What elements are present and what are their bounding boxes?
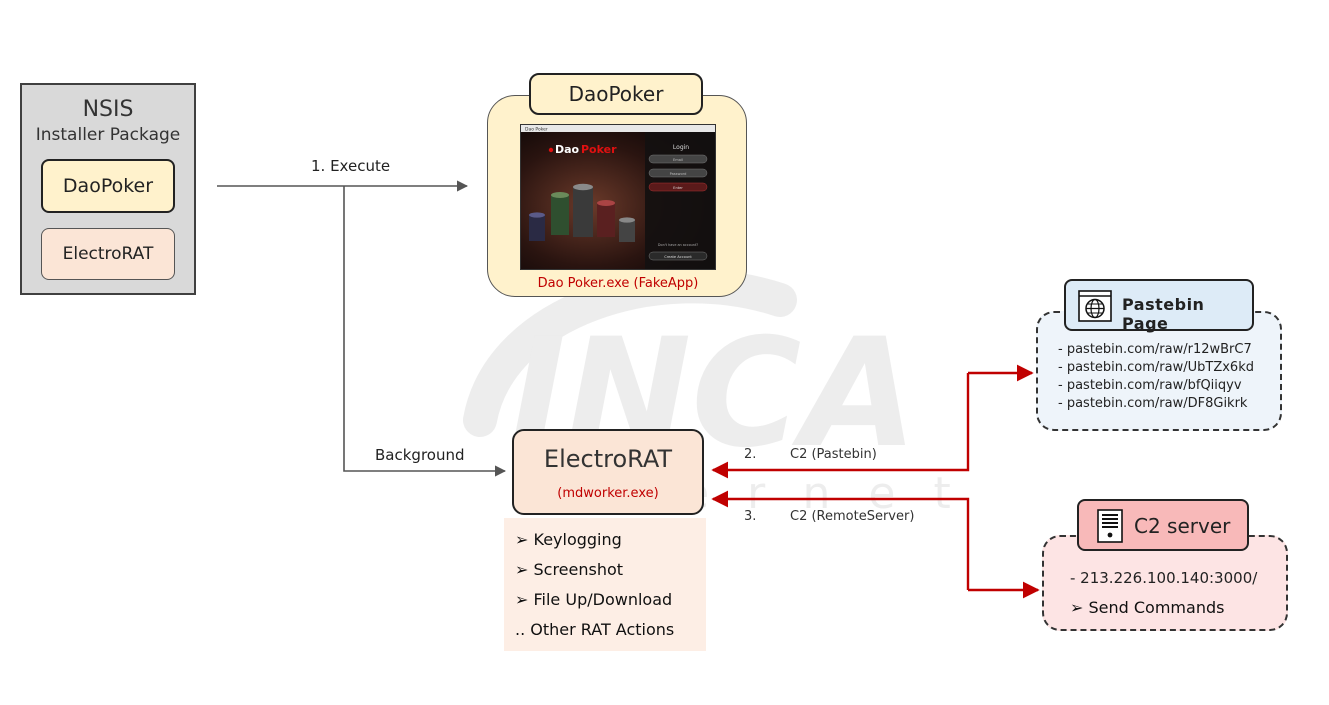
execute-label: 1. Execute xyxy=(311,157,391,175)
electrorat-title: ElectroRAT xyxy=(543,445,673,473)
screen-login-label: Login xyxy=(673,144,689,151)
nsis-subtitle: Installer Package xyxy=(35,125,181,145)
feature-item: ➢ Keylogging xyxy=(515,530,622,549)
daopoker-app-screenshot: Dao Poker Dao Poker Login Email Password… xyxy=(520,124,716,270)
pastebin-c2-arrow-to-rat xyxy=(711,373,970,479)
bullet-arrow-icon: ➢ xyxy=(515,590,529,609)
electrorat-features: ➢ Keylogging ➢ Screenshot ➢ File Up/Down… xyxy=(504,518,706,651)
screen-create-account-button: Create Account xyxy=(664,255,692,259)
electrorat-process: (mdworker.exe) xyxy=(557,486,659,501)
poker-chips-image xyxy=(529,183,635,242)
daopoker-header: DaoPoker xyxy=(529,73,703,115)
globe-window-icon xyxy=(1078,290,1112,322)
feature-other-actions: .. Other RAT Actions xyxy=(515,620,675,639)
background-arrow xyxy=(343,186,507,477)
feature-screenshot: Screenshot xyxy=(533,560,624,579)
nsis-installer-package: NSIS Installer Package DaoPoker ElectroR… xyxy=(20,83,196,295)
nsis-electrorat-item: ElectroRAT xyxy=(41,228,175,280)
c2-server-frame xyxy=(1042,535,1288,631)
pastebin-title: Pastebin Page xyxy=(1122,295,1205,333)
screen-logo-poker: Poker xyxy=(581,143,617,156)
remote-c2-arrow-to-rat xyxy=(711,490,970,590)
bullet-arrow-icon: ➢ xyxy=(515,560,529,579)
feature-keylogging: Keylogging xyxy=(533,530,622,549)
pastebin-header: Pastebin Page xyxy=(1064,279,1254,333)
feature-file-up-download: File Up/Download xyxy=(533,590,673,609)
c2-server-address: - 213.226.100.140:3000/ xyxy=(1070,569,1258,587)
screen-no-account-text: Don't have an account? xyxy=(658,243,698,247)
c2-remote-number: 3. xyxy=(744,509,757,524)
c2-pastebin-label: C2 (Pastebin) xyxy=(790,447,877,462)
screen-window-title: Dao Poker xyxy=(525,127,548,133)
feature-item: ➢ File Up/Download xyxy=(515,590,672,609)
pastebin-url: - pastebin.com/raw/r12wBrC7 xyxy=(1058,342,1252,357)
pastebin-url: - pastebin.com/raw/DF8Gikrk xyxy=(1058,396,1248,411)
pastebin-url: - pastebin.com/raw/UbTZx6kd xyxy=(1058,360,1254,375)
c2-remote-label: C2 (RemoteServer) xyxy=(790,509,915,524)
server-icon xyxy=(1097,509,1123,543)
c2-send-commands: ➢ Send Commands xyxy=(1070,598,1225,617)
screen-password-field: Password xyxy=(670,172,687,176)
pastebin-url: - pastebin.com/raw/bfQiiqyv xyxy=(1058,378,1242,393)
daopoker-caption: Dao Poker.exe (FakeApp) xyxy=(537,276,699,291)
background-label: Background xyxy=(375,446,465,464)
screen-email-field: Email xyxy=(673,158,683,162)
nsis-title: NSIS xyxy=(82,97,134,122)
electrorat-box: ElectroRAT (mdworker.exe) xyxy=(512,429,704,515)
bullet-arrow-icon: ➢ xyxy=(515,530,529,549)
c2-pastebin-number: 2. xyxy=(744,447,757,462)
screen-logo-dao: Dao xyxy=(555,143,580,156)
feature-item: ➢ Screenshot xyxy=(515,560,623,579)
nsis-daopoker-item: DaoPoker xyxy=(41,159,175,213)
c2-server-header: C2 server xyxy=(1077,499,1249,551)
screen-enter-button: Enter xyxy=(673,186,683,190)
c2-server-title: C2 server xyxy=(1134,514,1231,538)
